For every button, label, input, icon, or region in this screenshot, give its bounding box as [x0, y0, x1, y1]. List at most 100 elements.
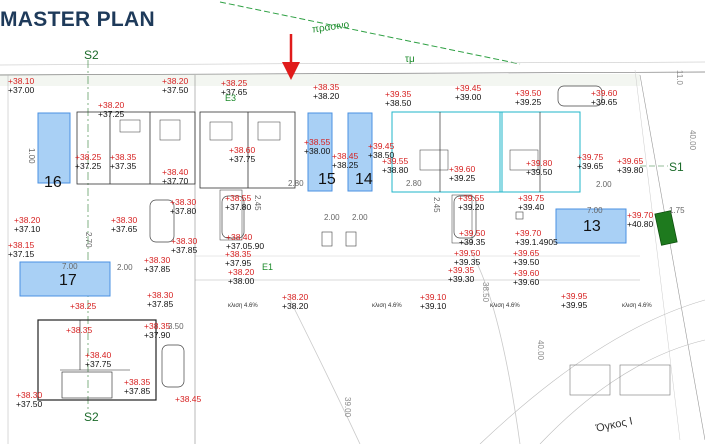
pool-number: 14	[355, 171, 373, 188]
contour-label: 40.00	[688, 130, 697, 151]
level-red: +38.35	[110, 152, 137, 162]
level-red: +38.45	[332, 151, 359, 161]
section-marker: S1	[669, 160, 684, 174]
level-red: +38.35	[124, 377, 151, 387]
level-black: +38.50	[368, 150, 395, 160]
pool-number: 15	[318, 171, 336, 188]
level-black: +38.20	[313, 91, 340, 101]
contour-label: 39.00	[343, 397, 352, 418]
level-marker: +39.35+39.30	[448, 266, 474, 284]
level-red: +39.50	[459, 228, 486, 238]
level-marker: +38.20+38.00	[228, 268, 254, 286]
level-black: +38.00	[228, 276, 255, 286]
level-black: +39.35	[459, 237, 486, 247]
slope-label: κλιση 4.6%	[372, 303, 402, 309]
level-black: +39.20	[458, 202, 485, 212]
level-red: +38.10	[8, 76, 35, 86]
level-red: +39.80	[526, 158, 553, 168]
dimension-label: 7.00	[62, 262, 78, 271]
level-marker: +39.60+39.25	[449, 165, 475, 183]
level-red: +38.30	[170, 197, 197, 207]
level-red: +39.45	[455, 83, 482, 93]
level-marker: +39.10+39.10	[420, 293, 446, 311]
level-black: +38.50	[385, 98, 412, 108]
level-marker: +38.60+37.75	[229, 146, 255, 164]
level-red: +39.95	[561, 291, 588, 301]
road-edge	[639, 74, 705, 441]
level-marker: +39.50+39.25	[515, 89, 541, 107]
level-red: +39.75	[577, 152, 604, 162]
level-marker: +39.70+40.80	[627, 211, 653, 229]
pool-number: 16	[44, 174, 62, 191]
level-marker: +38.35	[66, 326, 92, 335]
pool-17	[19, 261, 111, 297]
level-black: +38.20	[282, 301, 309, 311]
pool-number: 17	[59, 272, 77, 289]
dimension-label: 2.00	[324, 213, 340, 222]
level-red: +38.30	[144, 255, 171, 265]
level-red: +38.15	[8, 240, 35, 250]
level-black: +37.90	[144, 330, 171, 340]
section-marker: S2	[84, 48, 99, 62]
level-red: +38.55	[225, 193, 252, 203]
level-red: +39.70	[627, 210, 654, 220]
level-red: +38.20	[228, 267, 255, 277]
level-marker: +38.20+37.10	[14, 216, 40, 234]
level-marker: +39.55+39.20	[458, 194, 484, 212]
level-red: +38.30	[147, 290, 174, 300]
level-red: +39.50	[454, 248, 481, 258]
level-marker: +38.25+37.25	[75, 153, 101, 171]
house-17	[37, 319, 157, 401]
slope-label: κλιση 4.6%	[622, 303, 652, 309]
level-black: +38.80	[382, 165, 409, 175]
level-marker: +39.35+38.50	[385, 90, 411, 108]
level-marker: +38.20+38.20	[282, 293, 308, 311]
level-red: +39.65	[617, 156, 644, 166]
level-black: +37.70	[162, 176, 189, 186]
level-black: +37.25	[98, 109, 125, 119]
level-black: +39.1.4905	[515, 237, 558, 247]
level-red: +39.65	[513, 248, 540, 258]
level-marker: +39.45+38.50	[368, 142, 394, 160]
dimension-label: 2.80	[406, 179, 422, 188]
plot-boundary-top	[0, 71, 705, 76]
level-black: +37.15	[8, 249, 35, 259]
page-title: MASTER PLAN	[0, 8, 155, 31]
level-black: +40.80	[627, 219, 654, 229]
dimension-label: 2.80	[288, 179, 304, 188]
level-marker: +38.30+37.50	[16, 391, 42, 409]
level-black: +39.25	[515, 97, 542, 107]
level-red: +38.30	[171, 236, 198, 246]
level-black: +39.00	[455, 92, 482, 102]
level-red: +39.75	[518, 193, 545, 203]
level-black: +37.80	[170, 206, 197, 216]
level-red: +38.25	[221, 78, 248, 88]
level-red: +38.40	[85, 350, 112, 360]
level-red: +39.45	[368, 141, 395, 151]
level-red: +39.35	[385, 89, 412, 99]
level-red: +39.35	[448, 265, 475, 275]
level-black: +37.95	[225, 258, 252, 268]
slope-label: κλιση 4.6%	[228, 303, 258, 309]
level-red: +39.60	[513, 268, 540, 278]
green-zone-boundary	[219, 1, 521, 65]
level-black: +39.10	[420, 301, 447, 311]
level-marker: +38.40+37.05.90	[226, 233, 264, 251]
level-red: +39.55	[458, 193, 485, 203]
level-black: +39.50	[526, 167, 553, 177]
level-black: +39.65	[591, 97, 618, 107]
level-marker: +38.20+37.50	[162, 77, 188, 95]
level-red: +38.20	[162, 76, 189, 86]
level-black: +39.95	[561, 300, 588, 310]
level-marker: +39.50+39.35	[454, 249, 480, 267]
house-14-15-interior	[419, 112, 541, 244]
level-red: +39.60	[449, 164, 476, 174]
section-marker: S2	[84, 410, 99, 424]
contour-label: 38.50	[481, 282, 490, 303]
level-black: +39.35	[454, 257, 481, 267]
level-black: +37.50	[162, 85, 189, 95]
level-marker: +38.35+38.20	[313, 83, 339, 101]
level-red: +38.25	[75, 152, 102, 162]
level-red: +38.35	[225, 249, 252, 259]
level-black: +37.10	[14, 224, 41, 234]
